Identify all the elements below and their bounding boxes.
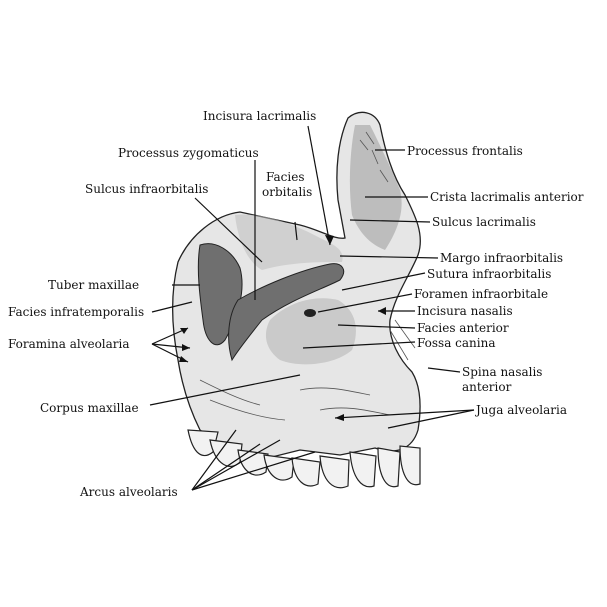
label-fossa-canina: Fossa canina: [417, 336, 496, 350]
leader-sulcus-infraorbitalis: [194, 197, 263, 263]
orbital-surface: [235, 214, 343, 270]
leader-facies-orbitalis: [294, 221, 298, 241]
label-spina-nasalis-1: Spina nasalis: [462, 365, 542, 379]
leader-arcus-alveolaris-1: [191, 429, 237, 491]
arrowhead-foramina-3: [179, 356, 188, 362]
label-tuber-maxillae: Tuber maxillae: [48, 278, 139, 292]
canine-fossa-shade: [265, 298, 356, 365]
leader-arcus-alveolaris-2: [191, 443, 261, 491]
label-foramina-alveolaria: Foramina alveolaria: [8, 337, 130, 351]
leader-facies-infratemporalis: [151, 301, 193, 313]
tooth-9: [399, 445, 421, 486]
label-processus-frontalis: Processus frontalis: [407, 144, 523, 158]
label-spina-nasalis-2: anterior: [462, 380, 512, 394]
leader-foramen-infraorbitale: [317, 293, 413, 313]
leader-juga-alveolaria-1: [334, 409, 475, 419]
arrowhead-incisura: [325, 235, 334, 245]
label-incisura-lacrimalis: Incisura lacrimalis: [203, 109, 316, 123]
bone-texture: [199, 131, 416, 421]
label-facies-orbitalis-2: orbitalis: [262, 185, 312, 199]
label-sutura-infraorbitalis: Sutura infraorbitalis: [427, 267, 551, 281]
label-juga-alveolaria: Juga alveolaria: [474, 403, 567, 417]
arrowheads: [179, 235, 386, 421]
leader-arcus-alveolaris-4: [191, 451, 316, 491]
leader-lines: [149, 125, 475, 491]
leader-margo-infraorbitalis: [339, 255, 439, 259]
leader-incisura-lacrimalis: [307, 125, 331, 246]
leader-spina-nasalis: [427, 367, 461, 373]
tooth-6: [319, 455, 350, 489]
label-facies-infratemporalis: Facies infratemporalis: [8, 305, 144, 319]
zygomatic-process: [228, 263, 345, 362]
label-margo-infraorbitalis: Margo infraorbitalis: [440, 251, 563, 265]
label-foramen-infraorbitale: Foramen infraorbitale: [414, 287, 548, 301]
tooth-8: [377, 447, 401, 488]
labels: Incisura lacrimalis Processus zygomaticu…: [8, 109, 584, 499]
leader-facies-anterior: [337, 324, 416, 329]
label-incisura-nasalis: Incisura nasalis: [417, 304, 513, 318]
tooth-7: [349, 451, 377, 488]
leader-fossa-canina: [302, 341, 416, 349]
label-arcus-alveolaris: Arcus alveolaris: [79, 485, 178, 499]
label-facies-anterior: Facies anterior: [417, 321, 509, 335]
tooth-4: [263, 454, 295, 481]
leader-sulcus-lacrimalis: [349, 219, 431, 223]
label-sulcus-lacrimalis: Sulcus lacrimalis: [432, 215, 536, 229]
leader-arcus-alveolaris-3: [191, 439, 281, 491]
label-crista-lacrimalis-anterior: Crista lacrimalis anterior: [430, 190, 584, 204]
leader-sutura-infraorbitalis: [341, 272, 426, 291]
tooth-5: [291, 457, 321, 487]
label-processus-zygomaticus: Processus zygomaticus: [118, 146, 259, 160]
leader-juga-alveolaria-2: [387, 409, 475, 429]
label-corpus-maxillae: Corpus maxillae: [40, 401, 139, 415]
arrowhead-foramina-1: [180, 328, 188, 334]
arrowhead-juga-1: [335, 414, 344, 421]
label-facies-orbitalis-1: Facies: [266, 170, 304, 184]
maxilla-illustration: [172, 111, 421, 489]
infraorbital-foramen: [304, 309, 316, 317]
label-sulcus-infraorbitalis: Sulcus infraorbitalis: [85, 182, 208, 196]
arrowhead-foramina-2: [182, 344, 190, 351]
frontal-process-shade: [349, 125, 402, 250]
leader-corpus-maxillae: [149, 374, 301, 406]
arrowhead-incisura-nasalis: [378, 307, 386, 315]
